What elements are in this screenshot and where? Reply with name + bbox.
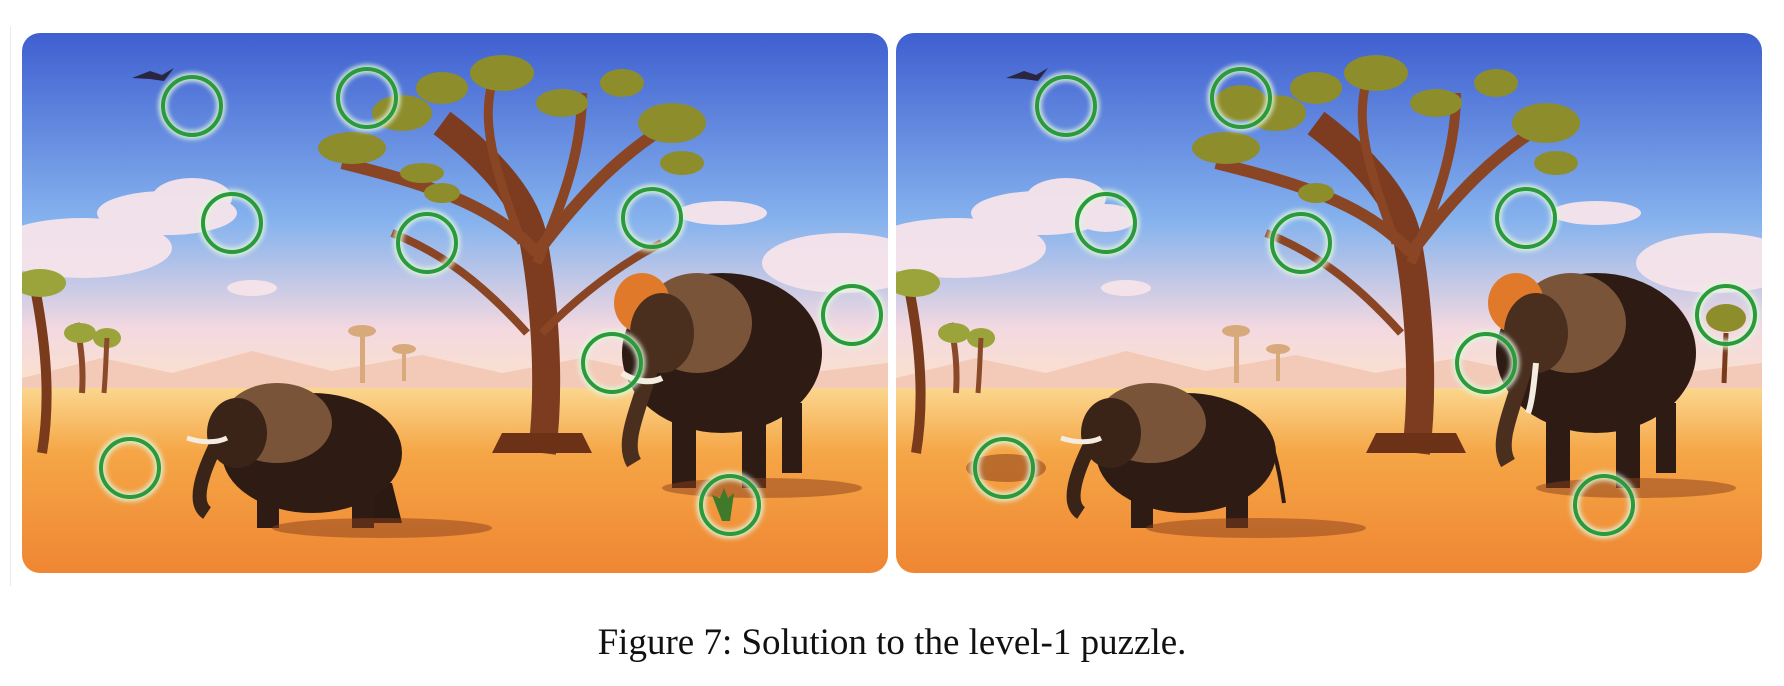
elephant-big — [614, 273, 862, 498]
difference-marker[interactable] — [1455, 332, 1517, 394]
difference-marker[interactable] — [1270, 212, 1332, 274]
difference-markers — [970, 64, 1760, 539]
difference-marker[interactable] — [621, 187, 683, 249]
difference-marker[interactable] — [699, 474, 761, 536]
elephant-small — [966, 383, 1366, 538]
distant-trees — [348, 325, 416, 383]
desert-plant-icon — [712, 488, 734, 521]
difference-marker[interactable] — [1075, 192, 1137, 254]
left-margin-rule — [10, 26, 11, 586]
difference-marker[interactable] — [1495, 187, 1557, 249]
figure-label: Figure 7: — [597, 622, 733, 663]
difference-marker[interactable] — [336, 67, 398, 129]
difference-marker[interactable] — [1210, 67, 1272, 129]
difference-markers — [96, 64, 886, 539]
figure-caption-text: Solution to the level-1 puzzle. — [741, 622, 1187, 663]
difference-marker[interactable] — [1573, 474, 1635, 536]
puzzle-panel-left[interactable] — [22, 33, 888, 573]
difference-marker[interactable] — [99, 437, 161, 499]
difference-marker[interactable] — [821, 284, 883, 346]
left-small-trees — [22, 269, 121, 454]
acacia-tree — [1192, 55, 1580, 455]
bird-icon — [1006, 68, 1048, 81]
scene-left — [22, 33, 888, 573]
difference-marker[interactable] — [581, 332, 643, 394]
figure-caption: Figure 7: Solution to the level-1 puzzle… — [0, 624, 1784, 661]
difference-marker[interactable] — [1695, 284, 1757, 346]
difference-marker[interactable] — [1035, 75, 1097, 137]
elephant-small — [186, 383, 492, 538]
puzzle-panel-right[interactable] — [896, 33, 1762, 573]
difference-marker[interactable] — [201, 192, 263, 254]
difference-marker[interactable] — [161, 75, 223, 137]
clouds — [896, 178, 1762, 296]
difference-marker[interactable] — [396, 212, 458, 274]
scene-right — [896, 33, 1762, 573]
elephant-big — [1488, 273, 1736, 498]
left-small-trees — [896, 269, 995, 454]
distant-trees — [1222, 325, 1290, 383]
difference-marker[interactable] — [973, 437, 1035, 499]
bird-icon — [132, 68, 174, 81]
